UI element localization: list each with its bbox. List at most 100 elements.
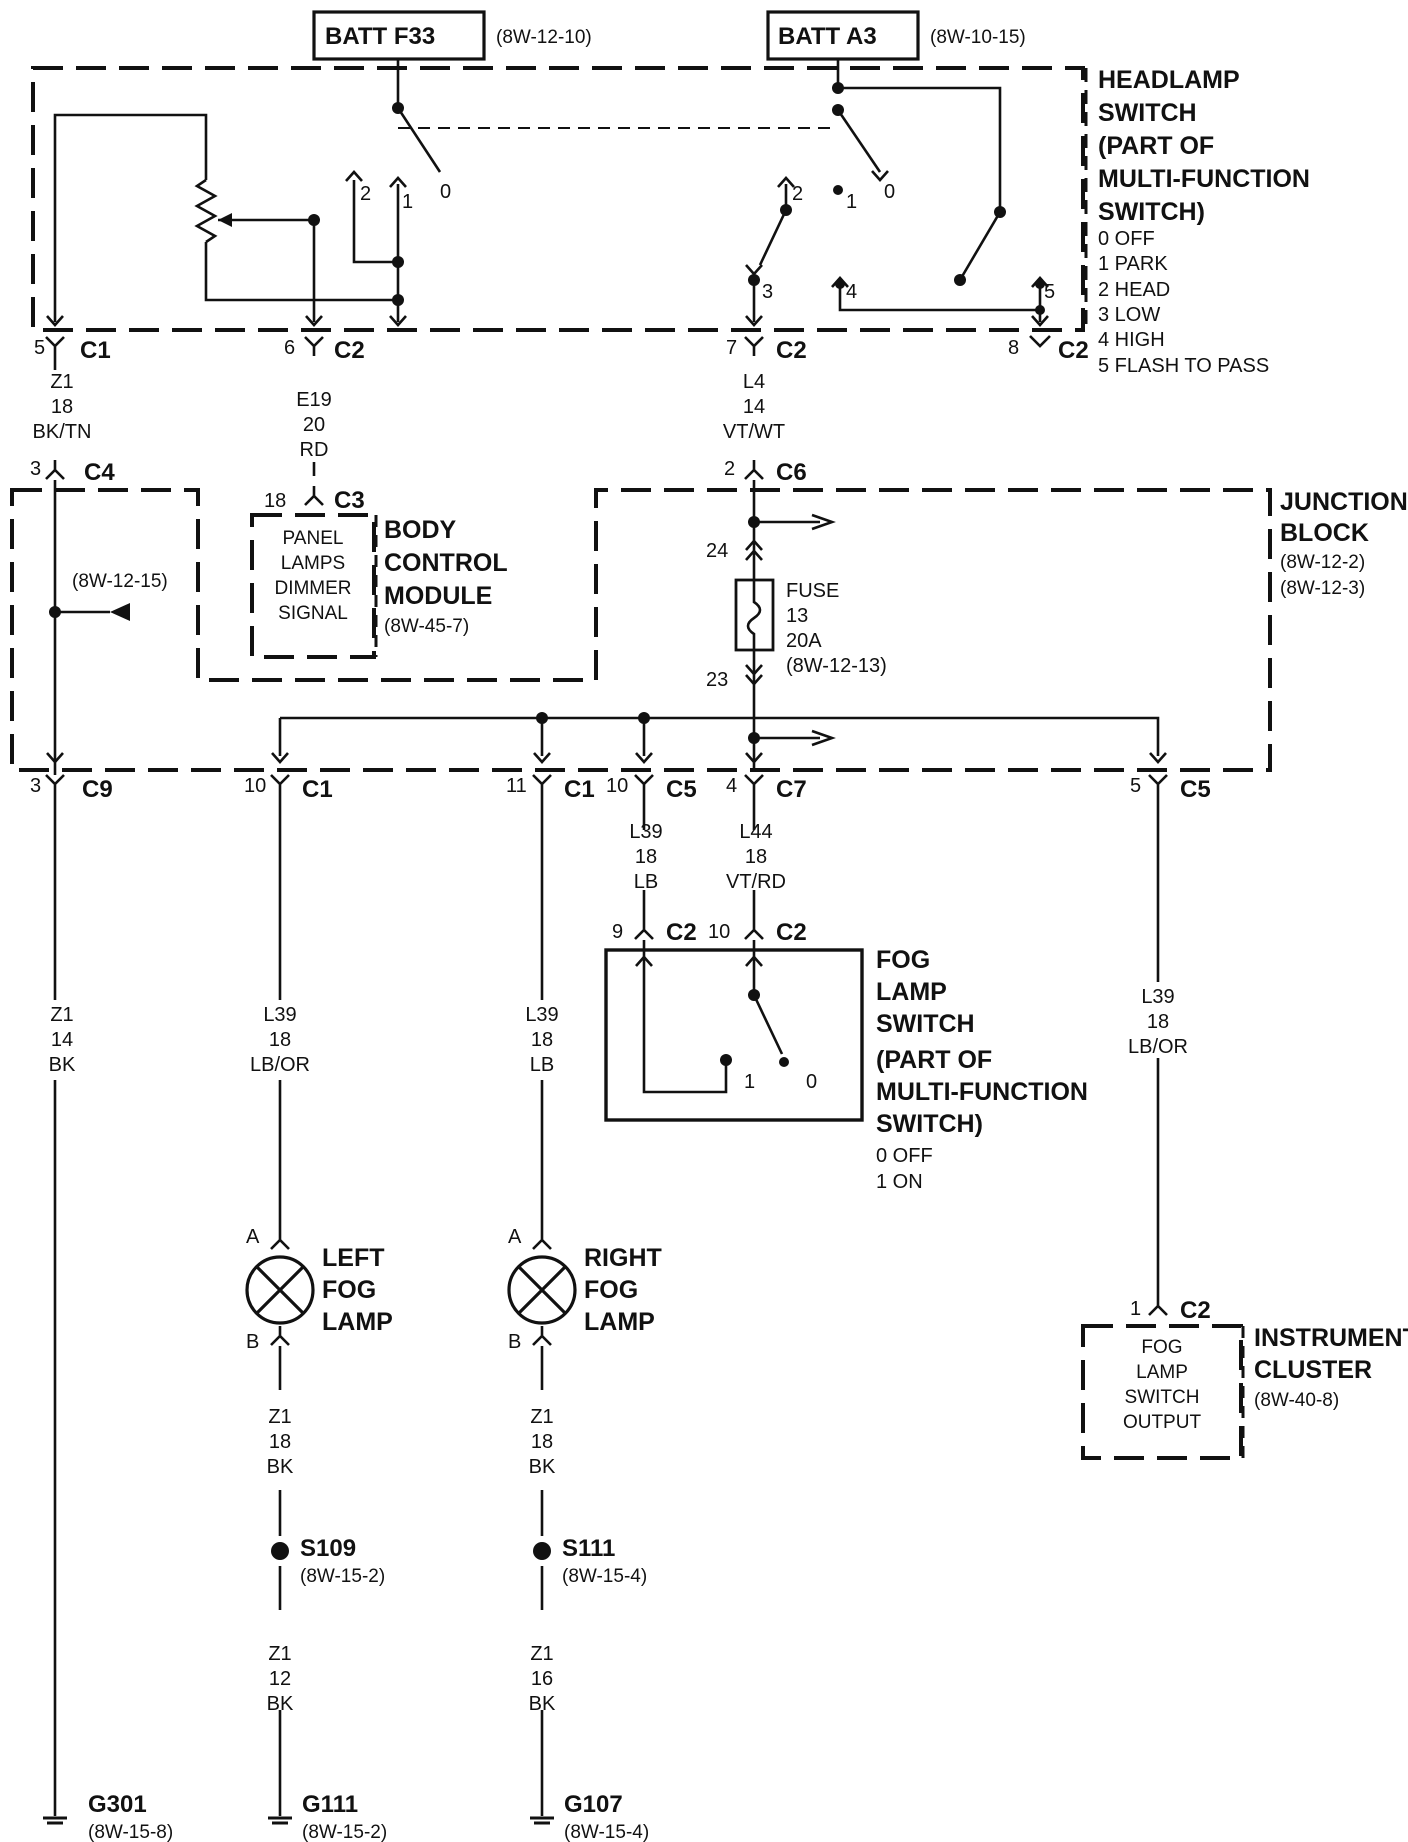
svg-text:10: 10 — [244, 775, 266, 797]
svg-text:BK/TN: BK/TN — [33, 421, 92, 443]
svg-text:20A: 20A — [786, 630, 822, 652]
svg-text:1: 1 — [846, 191, 857, 213]
svg-text:3 LOW: 3 LOW — [1098, 304, 1160, 326]
junction-block-left-ref: (8W-12-15) — [72, 571, 168, 592]
svg-text:5 FLASH TO PASS: 5 FLASH TO PASS — [1098, 355, 1269, 377]
instrument-cluster: FOG LAMP SWITCH OUTPUT INSTRUMENT CLUSTE… — [1081, 1324, 1408, 1460]
svg-text:1: 1 — [1130, 1298, 1141, 1320]
svg-text:C1: C1 — [302, 776, 333, 803]
splice-s109: S109 (8W-15-2) — [271, 1535, 385, 1587]
connector-c6: 2 C6 — [724, 458, 807, 486]
svg-text:5: 5 — [34, 337, 45, 359]
svg-text:10: 10 — [606, 775, 628, 797]
svg-text:LB/OR: LB/OR — [1128, 1036, 1188, 1058]
batt-f33-box: BATT F33 (8W-12-10) — [312, 10, 592, 61]
svg-text:C6: C6 — [776, 459, 807, 486]
svg-text:LAMP: LAMP — [876, 978, 947, 1006]
svg-text:0: 0 — [806, 1071, 817, 1093]
svg-text:Z1: Z1 — [268, 1406, 291, 1428]
svg-text:2: 2 — [360, 183, 371, 205]
svg-text:1: 1 — [402, 191, 413, 213]
svg-text:3: 3 — [30, 775, 41, 797]
svg-text:18: 18 — [1147, 1011, 1169, 1033]
svg-text:C2: C2 — [776, 919, 807, 946]
connector-c5-5: 5 C5 — [1130, 773, 1211, 803]
wire-z1-14-bk: Z1 14 BK — [49, 1004, 76, 1076]
body-control-module: PANEL LAMPS DIMMER SIGNAL BODY CONTROL M… — [250, 513, 508, 659]
connector-hs-c1: 5 C1 — [34, 335, 111, 364]
svg-text:(8W-15-4): (8W-15-4) — [564, 1822, 649, 1842]
svg-text:(8W-15-4): (8W-15-4) — [562, 1566, 647, 1587]
svg-text:5: 5 — [1044, 281, 1055, 303]
svg-text:(8W-12-13): (8W-12-13) — [786, 655, 887, 677]
svg-text:Z1: Z1 — [50, 371, 73, 393]
svg-text:(8W-15-8): (8W-15-8) — [88, 1822, 173, 1842]
svg-text:C2: C2 — [334, 337, 365, 364]
svg-text:3: 3 — [30, 458, 41, 480]
svg-text:FOG: FOG — [876, 946, 930, 974]
connector-hs-c2-8: 8 C2 — [1008, 335, 1089, 364]
svg-text:S111: S111 — [562, 1535, 615, 1562]
svg-text:RD: RD — [300, 439, 329, 461]
wire-l39-lb-right: L39 18 LB — [525, 1004, 558, 1076]
connector-hs-c2-6: 6 C2 — [284, 335, 365, 364]
svg-text:LAMP: LAMP — [322, 1308, 393, 1336]
svg-text:(8W-45-7): (8W-45-7) — [384, 616, 469, 637]
svg-text:18: 18 — [745, 846, 767, 868]
svg-text:FOG: FOG — [322, 1276, 376, 1304]
svg-text:MULTI-FUNCTION: MULTI-FUNCTION — [1098, 165, 1310, 193]
svg-text:(8W-12-3): (8W-12-3) — [1280, 578, 1365, 599]
svg-text:(PART OF: (PART OF — [1098, 132, 1214, 160]
svg-text:Z1: Z1 — [268, 1643, 291, 1665]
batt-a3-label: BATT A3 — [778, 23, 877, 50]
svg-text:Z1: Z1 — [530, 1643, 553, 1665]
svg-text:LB: LB — [634, 871, 658, 893]
batt-a3-box: BATT A3 (8W-10-15) — [766, 10, 1026, 61]
wire-z1-12-left: Z1 12 BK — [267, 1643, 294, 1715]
svg-text:1 ON: 1 ON — [876, 1171, 923, 1193]
svg-text:14: 14 — [743, 396, 765, 418]
svg-text:2: 2 — [724, 458, 735, 480]
wire-l4: L4 14 VT/WT — [723, 371, 785, 443]
svg-text:14: 14 — [51, 1029, 73, 1051]
svg-text:(8W-40-8): (8W-40-8) — [1254, 1390, 1339, 1411]
svg-text:CLUSTER: CLUSTER — [1254, 1356, 1372, 1384]
batt-f33-ref: (8W-12-10) — [496, 27, 592, 48]
svg-text:11: 11 — [506, 775, 527, 797]
svg-text:FOG: FOG — [584, 1276, 638, 1304]
headlamp-switch-positions: 0 OFF 1 PARK 2 HEAD 3 LOW 4 HIGH 5 FLASH… — [1098, 228, 1269, 377]
connector-left-b: B — [246, 1324, 291, 1353]
svg-text:C4: C4 — [84, 459, 115, 486]
ground-g111: G111 (8W-15-2) — [266, 1791, 387, 1842]
wire-l39-lbor-left: L39 18 LB/OR — [250, 1004, 310, 1076]
svg-text:4: 4 — [726, 775, 737, 797]
svg-text:MULTI-FUNCTION: MULTI-FUNCTION — [876, 1078, 1088, 1106]
headlamp-switch-title: HEADLAMP SWITCH (PART OF MULTI-FUNCTION … — [1098, 66, 1310, 226]
svg-text:JUNCTION: JUNCTION — [1280, 488, 1408, 516]
connector-hs-c2-7: 7 C2 — [726, 335, 807, 364]
connector-c1-10: 10 C1 — [244, 773, 333, 803]
svg-text:23: 23 — [706, 669, 728, 691]
batt-a3-ref: (8W-10-15) — [930, 27, 1026, 48]
svg-text:VT/WT: VT/WT — [723, 421, 785, 443]
svg-text:C7: C7 — [776, 776, 807, 803]
svg-text:LAMP: LAMP — [1136, 1362, 1188, 1383]
wire-l39-lb-switch: L39 18 LB — [629, 821, 662, 893]
connector-fs-c2-10: 10 C2 — [708, 918, 807, 946]
svg-text:RIGHT: RIGHT — [584, 1244, 662, 1272]
junction-block: JUNCTION BLOCK (8W-12-2) (8W-12-3) (8W-1… — [10, 480, 1408, 775]
svg-text:7: 7 — [726, 337, 737, 359]
svg-text:SWITCH): SWITCH) — [876, 1110, 983, 1138]
connector-left-a: A — [246, 1226, 291, 1251]
svg-text:BK: BK — [529, 1456, 556, 1478]
headlamp-switch: HEADLAMP SWITCH (PART OF MULTI-FUNCTION … — [31, 59, 1310, 377]
svg-text:A: A — [508, 1226, 522, 1248]
svg-text:C2: C2 — [1058, 337, 1089, 364]
svg-text:C3: C3 — [334, 487, 365, 514]
svg-text:LB/OR: LB/OR — [250, 1054, 310, 1076]
svg-text:S109: S109 — [300, 1535, 356, 1562]
svg-text:C1: C1 — [564, 776, 595, 803]
svg-text:CONTROL: CONTROL — [384, 549, 508, 577]
left-fog-lamp: LEFT FOG LAMP — [245, 1244, 393, 1336]
